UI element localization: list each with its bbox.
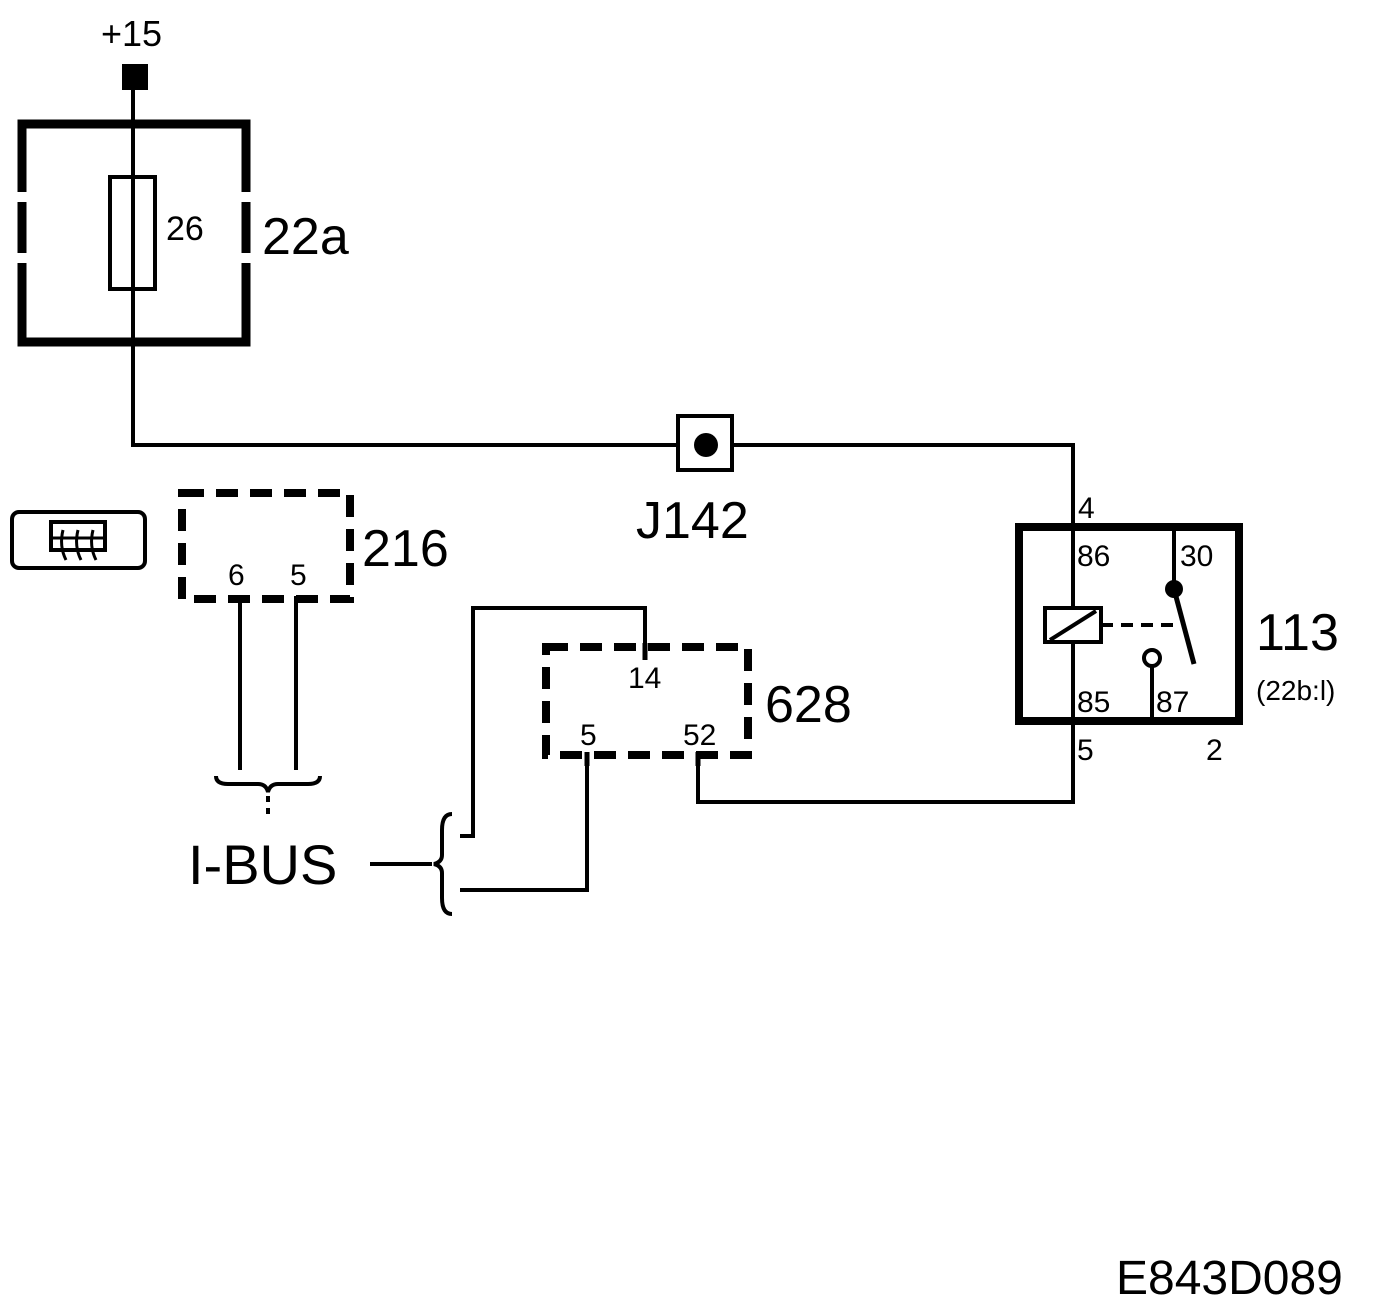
module-628-ibus-wire-a: [460, 606, 647, 838]
junction-dot: [694, 433, 718, 457]
module-628-box: [542, 643, 752, 759]
module-216-pin-5: 5: [290, 559, 307, 592]
ibus-brace: [433, 812, 453, 916]
ibus-label: I-BUS: [188, 833, 337, 896]
fuse-box-22a: [14, 119, 254, 347]
relay-contact-87: [1142, 648, 1162, 668]
module-628-pin-14: 14: [628, 662, 661, 695]
relay-bottom-right-pin: 2: [1206, 734, 1223, 767]
relay-113-box: [1015, 523, 1243, 725]
module-628-pin-52: 52: [683, 719, 716, 752]
module-628-pin-5: 5: [580, 719, 597, 752]
module-216-label: 216: [362, 520, 449, 578]
relay-terminal-87: 87: [1156, 686, 1189, 719]
module-628-label: 628: [765, 676, 852, 734]
supply-label: +15: [101, 13, 162, 54]
relay-terminal-86: 86: [1077, 540, 1110, 573]
module-216-box: [178, 489, 354, 603]
relay-bottom-left-pin: 5: [1077, 734, 1094, 767]
fuse-number: 26: [166, 210, 204, 248]
relay-terminal-85: 85: [1077, 686, 1110, 719]
relay-label: 113: [1256, 604, 1339, 662]
relay-switch-arm: [1171, 588, 1197, 665]
module-216-brace: [214, 775, 322, 793]
module-628-ibus-wire-b: [460, 755, 589, 892]
supply-terminal: [122, 64, 148, 90]
module-216-pin-6: 6: [228, 559, 245, 592]
fuse-box-label: 22a: [262, 208, 349, 266]
junction-label: J142: [636, 492, 749, 550]
rear-window-defroster-icon: [10, 510, 147, 570]
supply-wire: [131, 88, 1075, 527]
relay-top-pin: 4: [1078, 492, 1095, 525]
relay-ref: (22b:l): [1256, 675, 1335, 706]
relay-terminal-30: 30: [1180, 540, 1213, 573]
relay-to-628-wire: [696, 721, 1075, 804]
diagram-code: E843D089: [1116, 1252, 1343, 1304]
